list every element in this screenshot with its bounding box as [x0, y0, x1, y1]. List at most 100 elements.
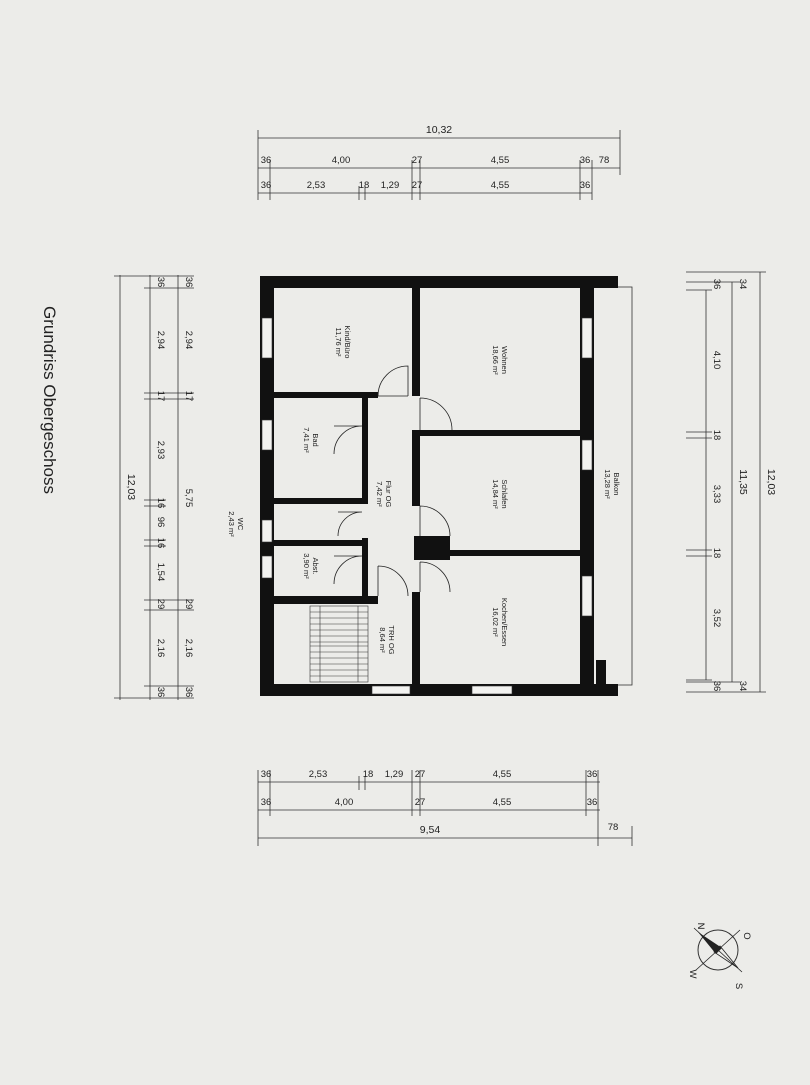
- room-trh-area: 8,64 m²: [378, 627, 387, 653]
- room-flur-name: Flur OG: [384, 481, 393, 508]
- right-seg-5: 3,52: [711, 609, 722, 628]
- top-dim-r2-4: 1,29: [381, 180, 400, 191]
- door-kochen: [419, 561, 451, 593]
- room-flur-area: 7,42 m²: [375, 481, 384, 507]
- room-flur: Flur OG 7,42 m²: [375, 481, 393, 508]
- right-small-bottom-2: 34: [737, 681, 748, 692]
- right-total-outer: 12,03: [765, 469, 777, 495]
- left-r1-7: 36: [183, 687, 194, 698]
- left-r1-5: 29: [183, 599, 194, 610]
- compass-w: W: [687, 970, 698, 979]
- room-schlafen-name: Schlafen: [500, 479, 509, 508]
- compass-icon: [693, 927, 743, 973]
- bottom-r1-4: 1,29: [385, 769, 404, 780]
- room-wohnen-name: Wohnen: [500, 346, 509, 374]
- left-r2-1: 36: [155, 277, 166, 288]
- bottom-r1-1: 36: [261, 769, 272, 780]
- room-kochen: Kochen/Essen 16,02 m²: [491, 598, 509, 646]
- room-kind-area: 11,76 m²: [334, 327, 343, 357]
- left-r1-1: 36: [183, 277, 194, 288]
- staircase: [309, 605, 369, 683]
- door-schlafen: [419, 505, 451, 537]
- room-labels: Kind/Büro 11,76 m² Wohnen 18,66 m² Balko…: [227, 326, 621, 655]
- room-bad-area: 7,41 m²: [302, 427, 311, 453]
- wall-bad-flur: [362, 398, 368, 502]
- wall-abst-flur: [362, 538, 368, 600]
- top-dim-r2-1: 36: [261, 180, 272, 191]
- bottom-r1-2: 2,53: [309, 769, 328, 780]
- left-r1-3: 17: [183, 391, 194, 402]
- room-bad-name: Bad: [311, 433, 320, 446]
- wall-kind-bad: [274, 392, 378, 398]
- window-right-3: [581, 575, 593, 617]
- room-kind-name: Kind/Büro: [343, 326, 352, 359]
- building-walls: [260, 276, 633, 696]
- top-dim-5: 36: [580, 155, 591, 166]
- bottom-r2-1: 36: [261, 797, 272, 808]
- door-abst: [333, 555, 363, 585]
- left-total: 12,03: [125, 474, 137, 500]
- right-seg-4: 18: [711, 548, 722, 559]
- outer-wall-bottom: [260, 684, 618, 696]
- outer-wall-left: [260, 276, 274, 696]
- wall-trh-kochen: [412, 592, 420, 686]
- room-wc-name: WC: [236, 518, 245, 531]
- right-total-inner: 11,35: [737, 469, 749, 495]
- bottom-r2-2: 4,00: [335, 797, 354, 808]
- outer-wall-top: [260, 276, 618, 288]
- left-r2-3: 17: [155, 391, 166, 402]
- right-seg-3: 3,33: [711, 485, 722, 504]
- room-trh: TRH OG 8,64 m²: [378, 625, 396, 654]
- window-left-4: [261, 555, 273, 579]
- wall-wc-abst: [274, 540, 368, 546]
- balcony-wall-stub: [596, 660, 606, 690]
- bottom-dimension-chains: [257, 770, 633, 846]
- window-left-2: [261, 419, 273, 451]
- right-small-bottom-1: 36: [711, 681, 722, 692]
- plan-title: Grundriss Obergeschoss: [40, 306, 59, 494]
- compass-o: O: [741, 932, 752, 939]
- window-left-3: [261, 519, 273, 543]
- wall-kind-wohnen: [412, 288, 420, 396]
- left-dimension-chains: [114, 275, 194, 700]
- left-r1-2: 2,94: [183, 331, 194, 350]
- right-seg-2: 18: [711, 430, 722, 441]
- window-left-1: [261, 317, 273, 359]
- room-kochen-name: Kochen/Essen: [500, 598, 509, 646]
- top-dim-r2-5: 27: [412, 180, 423, 191]
- wall-schlafen-kochen: [440, 550, 580, 556]
- room-abst: Abst. 3,90 m²: [302, 553, 320, 579]
- doors: [333, 365, 453, 597]
- door-wc: [337, 511, 363, 537]
- door-kind: [377, 365, 409, 397]
- room-wc: WC 2,43 m²: [227, 511, 245, 537]
- room-balkon: Balkon 13,28 m²: [603, 469, 621, 499]
- left-r2-4: 2,93: [155, 441, 166, 460]
- left-r2-8: 1,54: [155, 563, 166, 582]
- room-abst-name: Abst.: [311, 557, 320, 574]
- room-schlafen: Schlafen 14,84 m²: [491, 479, 509, 509]
- room-wohnen-area: 18,66 m²: [491, 345, 500, 375]
- left-r1-6: 2,16: [183, 639, 194, 658]
- room-balkon-area: 13,28 m²: [603, 469, 612, 499]
- right-small-top-1: 34: [737, 279, 748, 290]
- left-r2-10: 2,16: [155, 639, 166, 658]
- wall-wohnen-schlafen: [412, 430, 580, 436]
- left-r2-9: 29: [155, 599, 166, 610]
- top-dim-4: 4,55: [491, 155, 510, 166]
- wall-abst-stairs: [274, 596, 378, 604]
- room-wohnen: Wohnen 18,66 m²: [491, 345, 509, 375]
- window-bottom-1: [371, 685, 411, 695]
- window-right-1: [581, 317, 593, 359]
- bottom-r2-4: 4,55: [493, 797, 512, 808]
- window-right-2: [581, 439, 593, 471]
- right-small-top-2: 36: [711, 279, 722, 290]
- top-dim-r2-7: 36: [580, 180, 591, 191]
- room-balkon-name: Balkon: [612, 473, 621, 496]
- door-trh: [377, 565, 409, 597]
- door-wohnen: [419, 397, 453, 431]
- room-schlafen-area: 14,84 m²: [491, 479, 500, 509]
- wall-bad-wc: [274, 498, 368, 504]
